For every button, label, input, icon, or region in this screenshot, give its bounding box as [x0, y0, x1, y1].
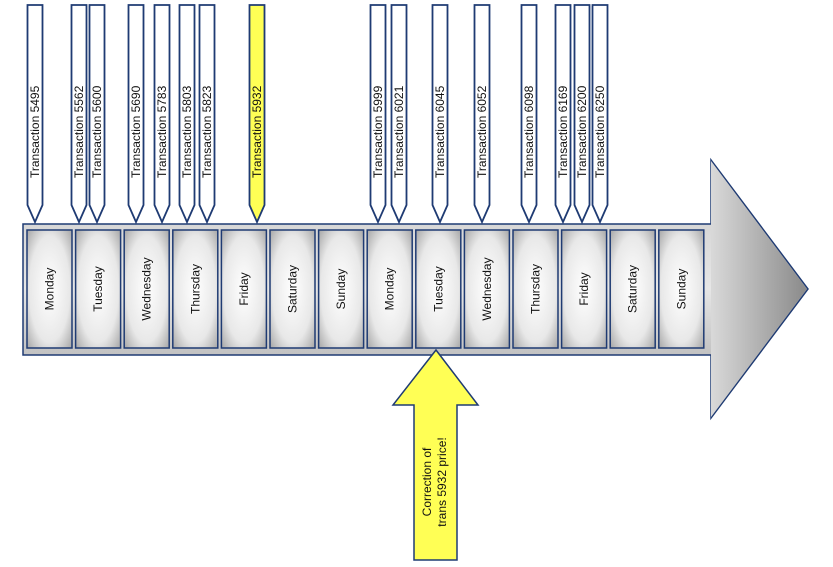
transaction-callout: Transaction 6098 [520, 4, 538, 225]
transaction-callout: Transaction 5690 [127, 4, 145, 225]
transaction-label: Transaction 5999 [371, 85, 385, 178]
transaction-callout: Transaction 6200 [573, 4, 591, 225]
day-box-rect [609, 229, 656, 349]
day-box-rect [560, 229, 608, 349]
day-box-rect [317, 229, 365, 349]
day-box: Wednesday [463, 229, 511, 349]
transaction-label: Transaction 6250 [593, 85, 607, 178]
day-box-rect [26, 229, 73, 349]
transaction-label: Transaction 6169 [556, 85, 570, 178]
callout-shape-highlighted [248, 4, 266, 225]
day-label: Friday [237, 272, 251, 305]
callout-shape [88, 4, 106, 225]
transaction-label: Transaction 5783 [155, 85, 169, 178]
transaction-label: Transaction 5495 [28, 85, 42, 178]
callout-shape [198, 4, 216, 225]
day-box-rect [658, 229, 705, 349]
transaction-callout: Transaction 5562 [70, 4, 88, 225]
transaction-label: Transaction 5690 [129, 85, 143, 178]
correction-line-1: Correction of [420, 447, 434, 516]
day-box: Saturday [609, 229, 656, 349]
day-box: Thursday [172, 229, 219, 349]
callout-shape [573, 4, 591, 225]
transaction-callout: Transaction 6169 [554, 4, 572, 225]
callout-shape [591, 4, 609, 225]
transaction-label: Transaction 5823 [200, 85, 214, 178]
day-box-rect [463, 229, 511, 349]
callout-shape [554, 4, 572, 225]
transaction-label: Transaction 6098 [522, 85, 536, 178]
day-label: Wednesday [480, 257, 494, 320]
day-box: Tuesday [74, 229, 122, 349]
callout-shape [431, 4, 449, 225]
day-box-rect [512, 229, 559, 349]
transaction-label: Transaction 5562 [72, 85, 86, 178]
day-box-rect [74, 229, 122, 349]
day-box-rect [220, 229, 268, 349]
day-label: Saturday [626, 265, 640, 313]
correction-arrow-shape [391, 348, 480, 561]
day-box-rect [123, 229, 170, 349]
day-box: Sunday [317, 229, 365, 349]
day-label: Friday [577, 272, 591, 305]
day-box-rect [269, 229, 316, 349]
callout-shape [26, 4, 44, 225]
callout-shape [127, 4, 145, 225]
callout-shape [390, 4, 408, 225]
transaction-callout: Transaction 6021 [390, 4, 408, 225]
correction-line-2: trans 5932 price! [435, 437, 449, 526]
timeline-arrowhead [711, 161, 807, 417]
transaction-label: Transaction 5803 [180, 85, 194, 178]
day-label: Tuesday [431, 266, 445, 312]
day-label: Monday [43, 268, 57, 311]
day-label: Tuesday [91, 266, 105, 312]
transaction-callout: Transaction 6250 [591, 4, 609, 225]
day-box: Friday [220, 229, 268, 349]
day-box: Thursday [512, 229, 559, 349]
day-label: Monday [383, 268, 397, 311]
callout-shape [520, 4, 538, 225]
transaction-callout: Transaction 5600 [88, 4, 106, 225]
callout-shape [178, 4, 196, 225]
transaction-label: Transaction 5600 [90, 85, 104, 178]
day-box: Tuesday [415, 229, 462, 349]
day-label: Thursday [188, 264, 202, 314]
transaction-callout: Transaction 5803 [178, 4, 196, 225]
day-box-rect [366, 229, 413, 349]
day-box-rect [172, 229, 219, 349]
transaction-callout: Transaction 5932 [248, 4, 266, 225]
transaction-callout: Transaction 6052 [473, 4, 491, 225]
transaction-label: Transaction 6052 [475, 85, 489, 178]
transaction-callout: Transaction 5823 [198, 4, 216, 225]
day-label: Saturday [286, 265, 300, 313]
day-box: Wednesday [123, 229, 170, 349]
day-label: Sunday [334, 269, 348, 310]
correction-arrow: Correction of trans 5932 price! [391, 348, 480, 561]
callout-shape [70, 4, 88, 225]
transaction-label: Transaction 5932 [250, 85, 264, 178]
day-label: Thursday [529, 264, 543, 314]
callout-shape [153, 4, 171, 225]
transaction-callout: Transaction 5783 [153, 4, 171, 225]
transaction-label: Transaction 6200 [575, 85, 589, 178]
day-box: Sunday [658, 229, 705, 349]
callout-shape [473, 4, 491, 225]
transaction-callout: Transaction 5495 [26, 4, 44, 225]
transaction-callout: Transaction 6045 [431, 4, 449, 225]
transaction-label: Transaction 6021 [392, 85, 406, 178]
day-box: Monday [26, 229, 73, 349]
day-box: Monday [366, 229, 413, 349]
day-label: Sunday [674, 269, 688, 310]
day-box: Saturday [269, 229, 316, 349]
day-label: Wednesday [140, 257, 154, 320]
transaction-label: Transaction 6045 [433, 85, 447, 178]
day-box-rect [415, 229, 462, 349]
transaction-callout: Transaction 5999 [369, 4, 387, 225]
day-box: Friday [560, 229, 608, 349]
callout-shape [369, 4, 387, 225]
